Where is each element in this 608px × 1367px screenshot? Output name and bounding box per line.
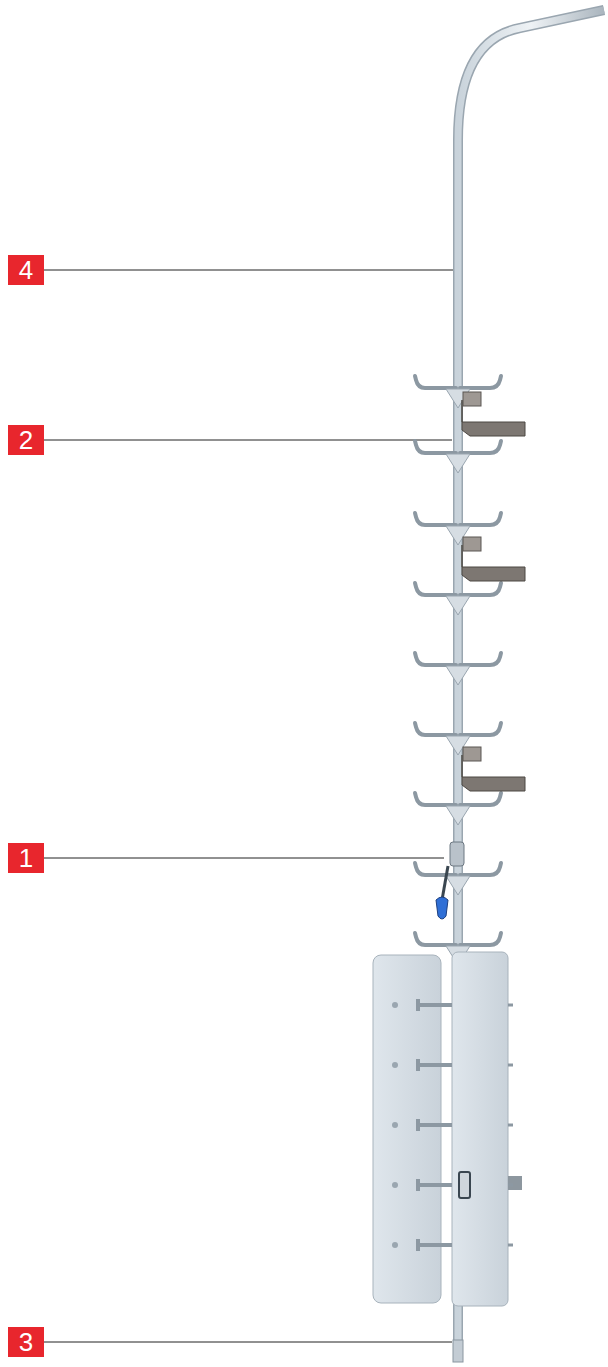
callout-number: 1 xyxy=(8,843,44,873)
callout-number: 2 xyxy=(8,425,44,455)
cover-panels xyxy=(373,952,522,1306)
ladder-rungs xyxy=(415,376,501,965)
brackets xyxy=(462,392,525,791)
callout-number: 3 xyxy=(8,1327,44,1357)
pole-base xyxy=(453,1340,463,1362)
leader-lines xyxy=(44,270,456,1342)
panel-bolts xyxy=(392,999,513,1251)
callout-number: 4 xyxy=(8,255,44,285)
fall-arrest-device xyxy=(436,842,464,919)
